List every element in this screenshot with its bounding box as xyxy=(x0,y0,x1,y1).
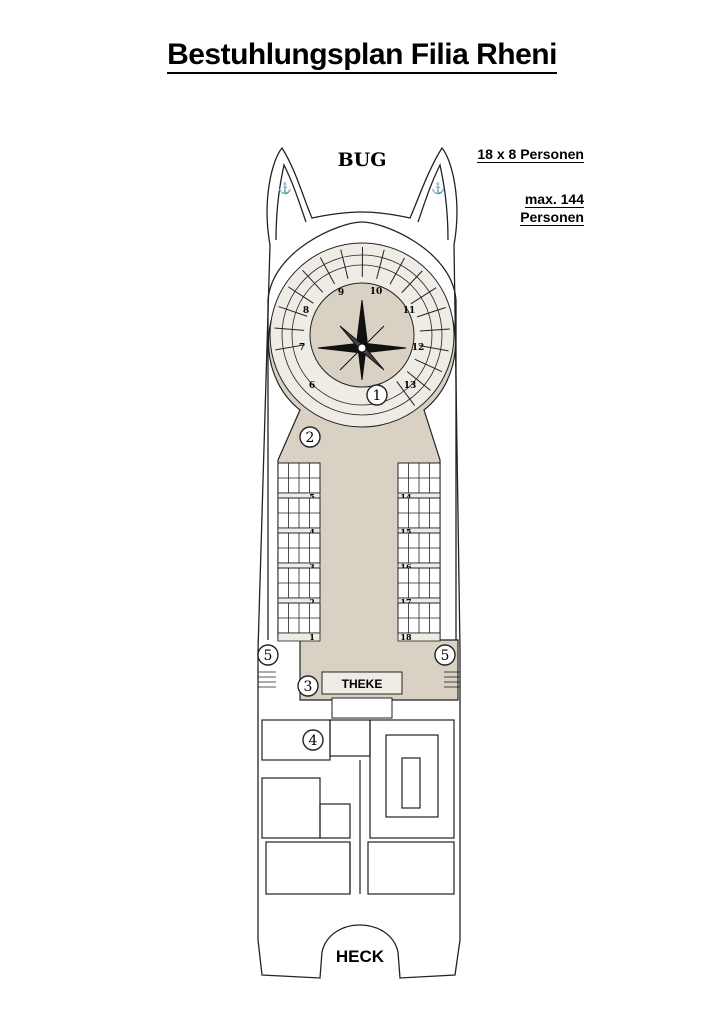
anchor-icon-right: ⚓ xyxy=(431,182,445,195)
table-number: 15 xyxy=(400,527,411,537)
table-number: 1 xyxy=(309,632,315,642)
capacity-layout: 18 x 8 Personen xyxy=(477,146,584,163)
ring-seat-divider xyxy=(340,249,349,279)
lower-compartments xyxy=(261,719,455,895)
table-block-left: 3 xyxy=(277,532,321,572)
round-table-number: 13 xyxy=(404,381,417,391)
table-number: 16 xyxy=(400,562,412,572)
table-rows: 5 4 3 2 1 14 15 16 17 18 xyxy=(277,462,441,642)
ring-seat-line xyxy=(281,254,443,416)
table-number: 3 xyxy=(309,562,315,572)
zone-badge-2: 2 xyxy=(299,426,321,448)
table-block-left: 5 xyxy=(277,462,321,502)
ring-seat-divider xyxy=(396,381,416,406)
table-number: 18 xyxy=(400,632,412,642)
ring-seat-divider xyxy=(288,286,314,304)
round-table-number: 12 xyxy=(412,343,425,353)
zone-number: 5 xyxy=(264,648,273,664)
zone-badges: 1 2 3 4 5 5 xyxy=(257,384,456,751)
ring-seat-divider xyxy=(278,306,308,317)
capacity-max: max. 144 xyxy=(524,191,584,208)
zone-number: 5 xyxy=(441,648,450,664)
capacity-persons: Personen xyxy=(520,209,584,226)
round-table-number: 6 xyxy=(309,381,315,391)
page-title: Bestuhlungsplan Filia Rheni xyxy=(0,38,724,74)
round-table-number: 7 xyxy=(299,343,305,353)
stairs-left xyxy=(258,671,276,688)
ring-seat-divider xyxy=(414,358,443,373)
table-block-right: 14 xyxy=(397,462,441,502)
stern-label: HECK xyxy=(336,947,385,966)
ring-seat-divider xyxy=(319,257,335,285)
table-number: 2 xyxy=(309,597,315,607)
zone-badge-5: 5 xyxy=(257,644,279,666)
ring-seat-divider xyxy=(401,270,423,294)
ring-seat-divider xyxy=(274,327,305,331)
table-block-left: 2 xyxy=(277,567,321,607)
table-block-left: 4 xyxy=(277,497,321,537)
stairs-right xyxy=(444,671,460,688)
zone-number: 4 xyxy=(309,733,318,749)
zone-badge-5: 5 xyxy=(434,644,456,666)
table-number: 17 xyxy=(400,597,411,607)
ring-seat-divider xyxy=(376,249,385,280)
compass-rose-icon xyxy=(317,299,407,381)
table-number: 4 xyxy=(309,527,315,537)
table-block-left: 1 xyxy=(277,602,321,642)
hull-outline xyxy=(257,146,461,979)
ring-seat-divider xyxy=(418,344,449,352)
round-table-number: 9 xyxy=(338,288,344,298)
table-number: 5 xyxy=(309,492,315,502)
zone-badge-1: 1 xyxy=(366,384,388,406)
ring-seat-line xyxy=(291,264,433,406)
table-block-right: 18 xyxy=(397,602,441,642)
ring-seat-divider xyxy=(389,257,405,285)
round-table-number: 10 xyxy=(370,287,383,297)
ring-seats: 6 7 8 9 10 11 12 13 xyxy=(274,246,450,416)
zone-badge-3: 3 xyxy=(297,675,319,697)
round-table-number: 11 xyxy=(403,306,416,316)
table-number: 14 xyxy=(400,492,412,502)
ring-seat-divider xyxy=(302,269,324,293)
zone-number: 1 xyxy=(373,388,382,404)
title-text: Bestuhlungsplan Filia Rheni xyxy=(167,38,557,74)
bar-counter xyxy=(321,671,403,719)
anchor-icon-left: ⚓ xyxy=(278,182,292,195)
ring-seat-divider xyxy=(419,328,450,332)
table-block-right: 17 xyxy=(397,567,441,607)
ring-seat-divider xyxy=(410,287,437,305)
table-block-right: 15 xyxy=(397,497,441,537)
table-block-right: 16 xyxy=(397,532,441,572)
ring-seat-divider xyxy=(275,344,305,351)
bow-label: BUG xyxy=(338,149,387,171)
zone-number: 3 xyxy=(304,679,313,695)
ring-seat-divider xyxy=(416,307,446,318)
zone-number: 2 xyxy=(306,430,315,446)
bar-label: THEKE xyxy=(342,677,383,691)
zone-badge-4: 4 xyxy=(302,729,324,751)
round-table-number: 8 xyxy=(303,306,309,316)
ring-seat-divider xyxy=(406,371,431,391)
